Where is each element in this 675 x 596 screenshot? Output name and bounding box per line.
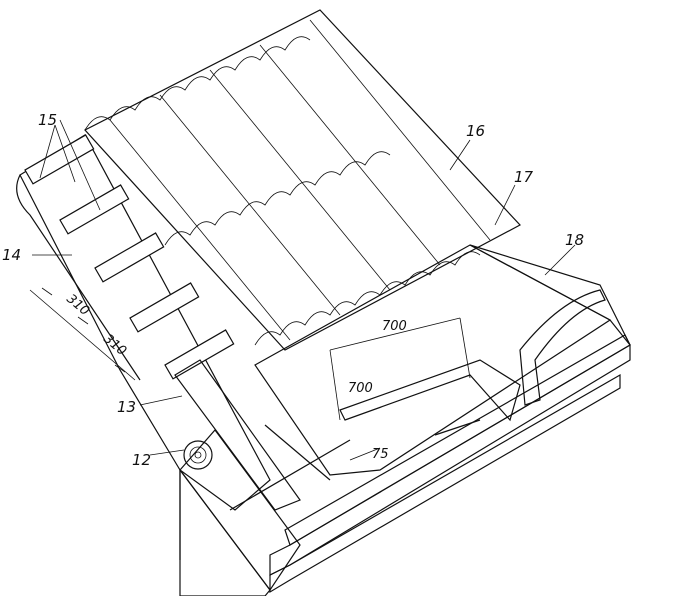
label-14: 14 bbox=[2, 246, 21, 264]
corrugated-sheets bbox=[84, 9, 521, 351]
dimension-310-upper: 310 bbox=[63, 292, 92, 319]
label-17: 17 bbox=[514, 168, 534, 186]
underlayer-sheet bbox=[254, 244, 631, 476]
dimension-lines bbox=[29, 287, 471, 461]
label-15: 15 bbox=[38, 111, 57, 129]
dimension-75: 75 bbox=[372, 447, 389, 462]
cornice-steps bbox=[269, 334, 631, 594]
label-18: 18 bbox=[565, 231, 584, 249]
dimension-700-vertical: 700 bbox=[348, 381, 373, 396]
label-13: 13 bbox=[117, 398, 136, 416]
label-16: 16 bbox=[466, 122, 485, 140]
label-12: 12 bbox=[132, 451, 151, 469]
wall-masonry bbox=[179, 429, 301, 596]
gutter-flashing bbox=[264, 289, 606, 481]
dimension-700-horizontal: 700 bbox=[382, 319, 407, 334]
dimension-310-lower: 310 bbox=[100, 332, 129, 359]
leader-lines bbox=[32, 119, 576, 456]
battens-area bbox=[16, 134, 351, 511]
anchor-bracket bbox=[183, 440, 213, 470]
